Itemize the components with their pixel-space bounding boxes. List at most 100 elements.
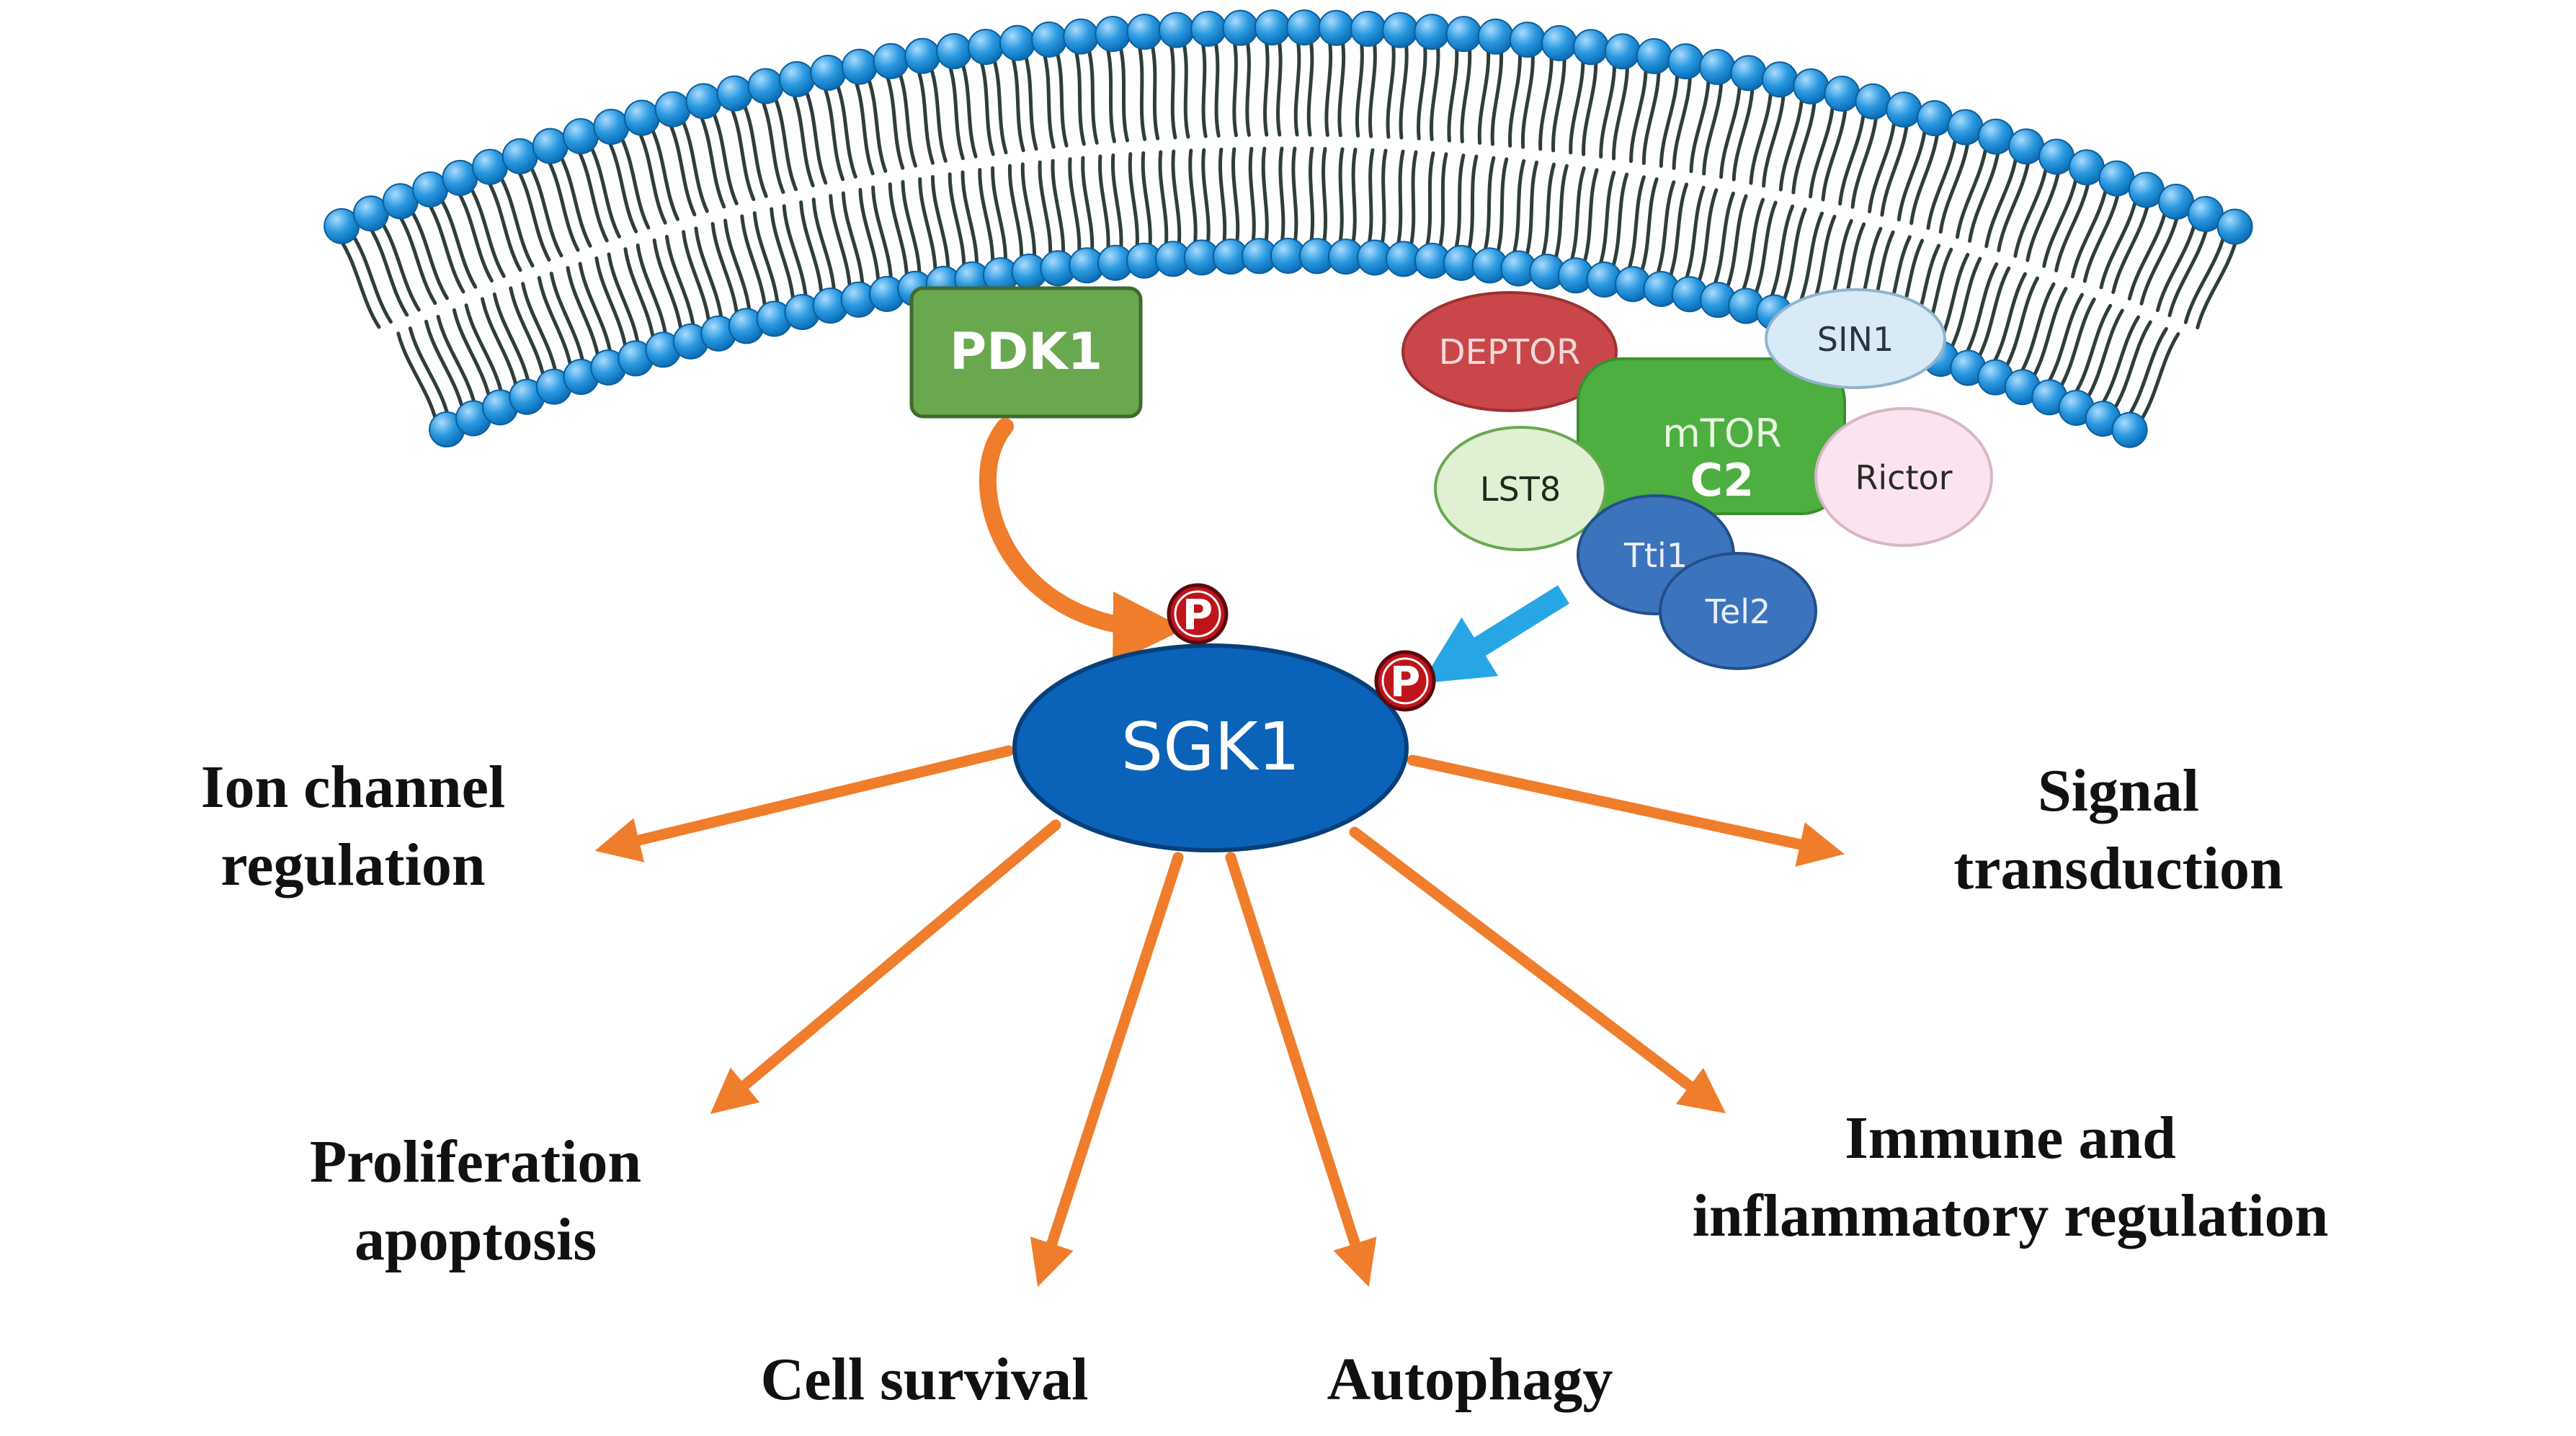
lipid-tail bbox=[1386, 40, 1396, 139]
arrow-signal-transduction bbox=[1407, 754, 1845, 867]
lipid-tail bbox=[1490, 47, 1504, 146]
lipid-head bbox=[1636, 37, 1672, 74]
lipid-tail bbox=[380, 220, 421, 312]
lipid-tail bbox=[1118, 43, 1129, 143]
lipid-tail bbox=[350, 233, 393, 324]
lipid-tail bbox=[901, 179, 922, 278]
lipid-tail bbox=[649, 125, 679, 221]
lipid-head bbox=[841, 48, 878, 85]
lipid-tail bbox=[1261, 146, 1269, 246]
lipid-tail bbox=[1020, 162, 1036, 261]
label-immune-1: Immune and bbox=[1845, 1105, 2176, 1172]
lipid-head bbox=[1477, 18, 1514, 55]
lipid-tail bbox=[498, 174, 535, 268]
lipid-head bbox=[1350, 10, 1386, 47]
lipid-tail bbox=[1655, 180, 1676, 278]
lipid-tail bbox=[558, 153, 592, 248]
lipid-tail bbox=[464, 303, 504, 396]
label-proliferation-2: apoptosis bbox=[355, 1206, 597, 1273]
lipid-tail bbox=[791, 90, 815, 187]
lipid-tail bbox=[2013, 164, 2049, 258]
lipid-head bbox=[2216, 208, 2253, 245]
lipid-tail bbox=[468, 184, 506, 278]
lipid-tail bbox=[1291, 146, 1298, 246]
lipid-tail bbox=[2139, 213, 2180, 306]
lipid-tail bbox=[1659, 70, 1680, 168]
lipid-tail bbox=[566, 266, 600, 360]
lipid-tail bbox=[916, 67, 935, 165]
lipid-tail bbox=[1702, 78, 1724, 176]
lipid-tail bbox=[884, 72, 905, 170]
lipid-tail bbox=[1838, 110, 1866, 206]
lipid-tail bbox=[1683, 185, 1706, 283]
lipid-tail bbox=[888, 182, 909, 280]
lipid-head bbox=[1824, 76, 1860, 112]
lipid-tail bbox=[2138, 332, 2180, 424]
lipid-tail bbox=[799, 200, 824, 298]
lipid-head bbox=[1382, 12, 1419, 48]
lipid-tail bbox=[1781, 207, 1807, 304]
lipid-head bbox=[1762, 61, 1799, 98]
lipid-tail bbox=[1868, 117, 1897, 214]
arrow-proliferation bbox=[710, 819, 1061, 1115]
lipid-tail bbox=[822, 84, 845, 182]
lipid-tail bbox=[1582, 168, 1599, 267]
lipid-tail bbox=[698, 112, 726, 209]
lipid-tail bbox=[1672, 72, 1692, 170]
lipid-tail bbox=[607, 252, 641, 347]
mtorc2-complex: DEPTOR mTOR C2 SIN1 LST8 Rictor Tti1 Tel… bbox=[1401, 288, 1993, 670]
lipid-tail bbox=[1955, 144, 1988, 239]
lipid-tail bbox=[409, 208, 449, 300]
lipid-tail bbox=[1355, 38, 1364, 138]
lipid-tail bbox=[1081, 156, 1095, 255]
lipid-head bbox=[1604, 33, 1641, 70]
lipid-head bbox=[1793, 68, 1830, 104]
lipid-head bbox=[1917, 100, 1953, 137]
pdk1-box: PDK1 bbox=[909, 286, 1143, 419]
lipid-head bbox=[904, 37, 941, 74]
lipid-tail bbox=[811, 197, 837, 295]
lipid-head bbox=[936, 33, 973, 70]
lipid-tail bbox=[1399, 40, 1409, 140]
phospho-label-2: P bbox=[1390, 657, 1421, 706]
arrow-autophagy bbox=[1225, 852, 1377, 1287]
lipid-tail bbox=[866, 75, 888, 173]
lipid-head bbox=[1126, 14, 1163, 50]
lipid-tail bbox=[1306, 37, 1314, 137]
lipid-tail bbox=[1791, 97, 1817, 195]
lipid-tail bbox=[961, 170, 979, 269]
lipid-head bbox=[1190, 10, 1227, 47]
label-ion-channel-1: Ion channel bbox=[201, 754, 505, 821]
lipid-tail bbox=[1248, 146, 1256, 246]
lipid-tail bbox=[2042, 174, 2079, 268]
lipid-tail bbox=[1938, 138, 1970, 234]
lipid-tail bbox=[979, 58, 995, 156]
lipid-tail bbox=[408, 326, 450, 418]
lipid-tail bbox=[2025, 168, 2061, 262]
lipid-tail bbox=[1553, 164, 1569, 263]
lipid-tail bbox=[396, 331, 438, 423]
lipid-tail bbox=[1380, 148, 1388, 248]
lipid-tail bbox=[1749, 88, 1773, 185]
lipid-tail bbox=[710, 222, 739, 318]
lipid-head bbox=[1414, 14, 1450, 50]
lipid-tail bbox=[1158, 150, 1169, 249]
lipid-tail bbox=[1023, 52, 1038, 151]
lipid-tail bbox=[1169, 40, 1177, 140]
lipid-head bbox=[967, 29, 1004, 66]
lipid-tail bbox=[930, 174, 950, 273]
lipid-tail bbox=[1520, 50, 1535, 149]
lipid-tail bbox=[1038, 160, 1053, 259]
lipid-tail bbox=[1511, 159, 1526, 258]
lipid-tail bbox=[1599, 61, 1617, 159]
lipid-tail bbox=[1612, 62, 1629, 161]
lipid-tail bbox=[480, 297, 519, 390]
lipid-head bbox=[747, 68, 784, 104]
lipid-tail bbox=[929, 65, 948, 163]
lipid-tail bbox=[1629, 65, 1648, 164]
lipid-tail bbox=[1696, 188, 1719, 286]
lipid-tail bbox=[637, 129, 667, 225]
lipid-tail bbox=[1232, 38, 1238, 138]
lipid-head bbox=[593, 108, 630, 145]
